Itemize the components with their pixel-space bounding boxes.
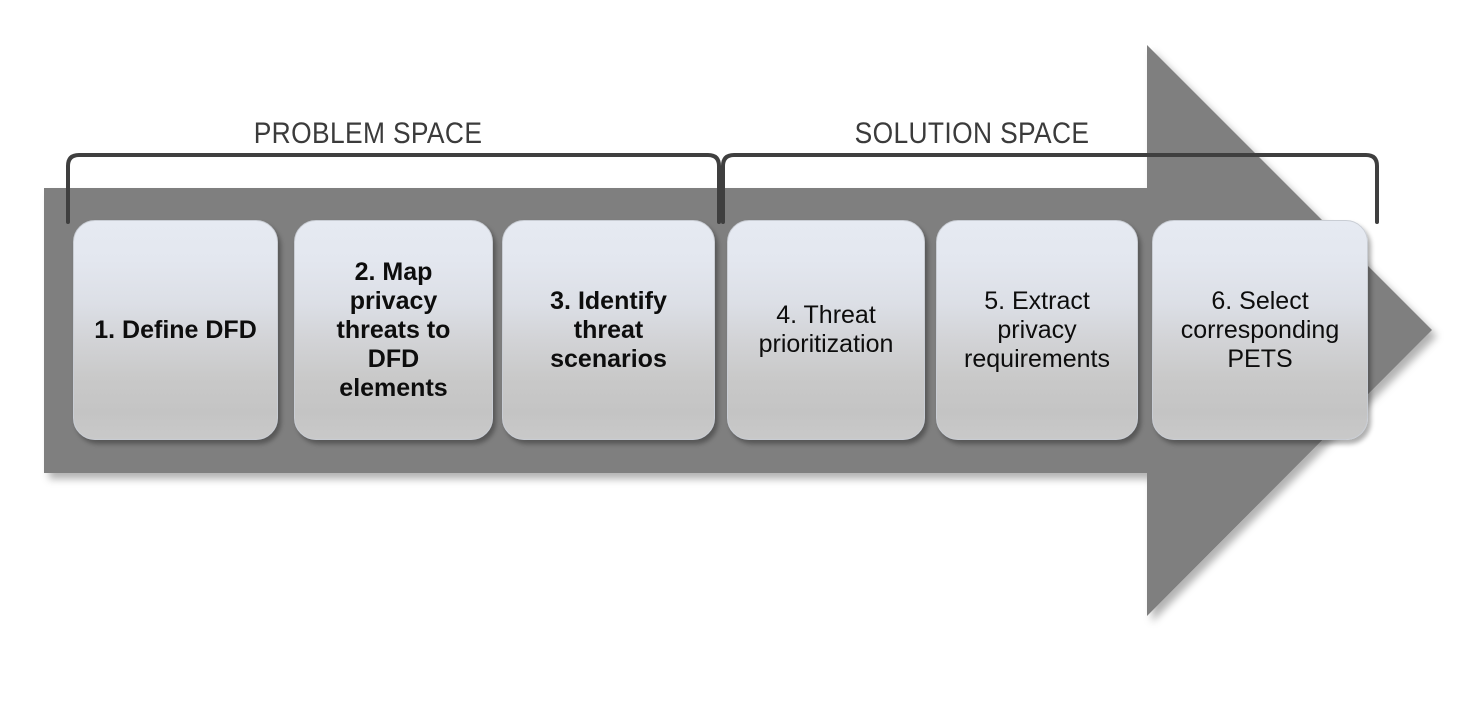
- phase-label-solution-space: SOLUTION SPACE: [854, 117, 1090, 150]
- step-box-define-dfd[interactable]: 1. Define DFD: [73, 220, 278, 440]
- step-label-6: 6. Select corresponding PETS: [1180, 286, 1340, 373]
- bracket-problem-space: [66, 153, 721, 224]
- step-box-extract-privacy-requirements[interactable]: 5. Extract privacy requirements: [936, 220, 1138, 440]
- step-box-threat-prioritization[interactable]: 4. Threat prioritization: [727, 220, 925, 440]
- step-label-5: 5. Extract privacy requirements: [964, 286, 1110, 373]
- step-box-map-privacy-threats[interactable]: 2. Map privacy threats to DFD elements: [294, 220, 493, 440]
- step-label-2: 2. Map privacy threats to DFD elements: [336, 257, 451, 402]
- step-box-select-corresponding-pets[interactable]: 6. Select corresponding PETS: [1152, 220, 1368, 440]
- step-label-4: 4. Threat prioritization: [758, 301, 894, 358]
- step-label-1: 1. Define DFD: [94, 315, 257, 344]
- step-box-identify-threat-scenarios[interactable]: 3. Identify threat scenarios: [502, 220, 715, 440]
- step-label-3: 3. Identify threat scenarios: [550, 286, 667, 373]
- bracket-solution-space: [721, 153, 1379, 224]
- phase-label-problem-space: PROBLEM SPACE: [253, 117, 483, 150]
